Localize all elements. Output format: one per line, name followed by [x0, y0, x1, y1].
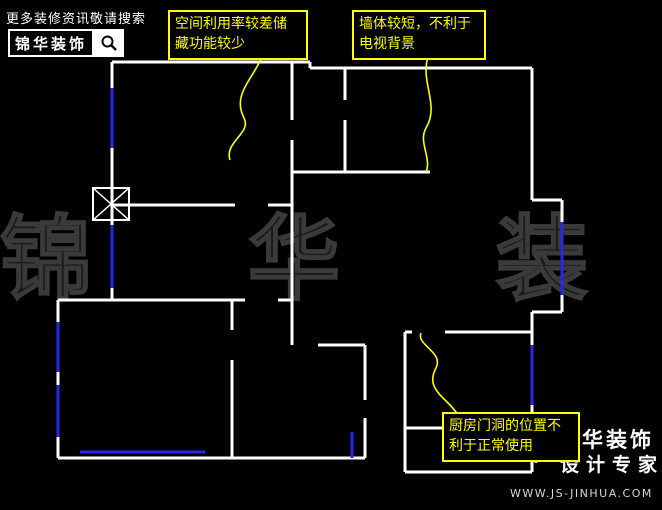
annotation-storage: 空间利用率较差储 藏功能较少	[168, 10, 308, 60]
annotation-leader-line	[419, 332, 459, 416]
annotation-tv-wall-line2: 电视背景	[359, 36, 415, 52]
annotation-storage-line2: 藏功能较少	[175, 36, 245, 52]
annotation-kitchen-door: 厨房门洞的位置不 利于正常使用	[442, 412, 580, 462]
watermark-text: 锦 华 装 饰	[0, 204, 662, 314]
site-tagline: 更多装修资讯敬请搜索	[6, 12, 147, 27]
annotation-leader-line	[228, 56, 263, 161]
footer-url: WWW.JS-JINHUA.COM	[510, 487, 653, 500]
shaft-hatch	[92, 187, 130, 221]
annotation-leader-line	[422, 56, 432, 173]
annotation-tv-wall: 墙体较短，不利于 电视背景	[352, 10, 486, 60]
footer-subtitle: 设计专家	[560, 454, 662, 476]
annotation-kitchen-door-line1: 厨房门洞的位置不	[449, 418, 561, 434]
magnifier-glyph	[101, 35, 117, 51]
shaft-hatch-line	[92, 187, 130, 221]
annotation-tv-wall-line1: 墙体较短，不利于	[359, 16, 471, 32]
brand-logo-label: 锦华装饰	[14, 34, 87, 53]
brand-logo: 锦华装饰	[8, 29, 94, 57]
annotation-kitchen-door-line2: 利于正常使用	[449, 438, 533, 454]
annotation-storage-line1: 空间利用率较差储	[175, 16, 287, 32]
search-icon	[94, 29, 124, 57]
